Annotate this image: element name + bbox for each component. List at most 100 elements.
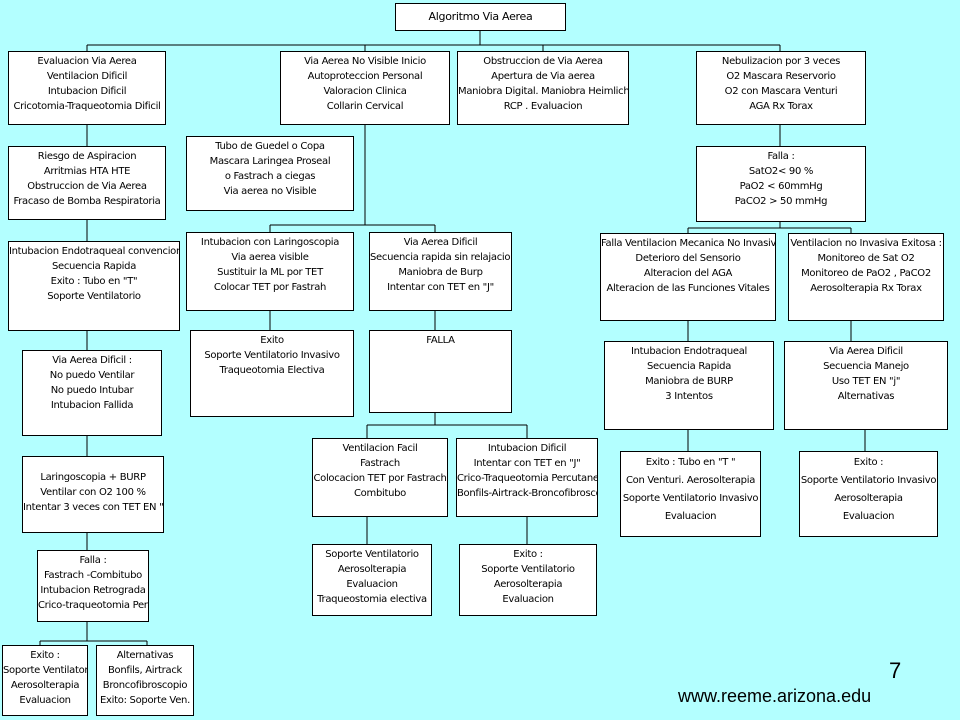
node-text: Exito : Tubo en "T " xyxy=(645,457,736,468)
node-text: Exito xyxy=(260,335,284,346)
connector-right-chain xyxy=(687,125,866,451)
node-text: Ventilacion no Invasiva Exitosa : xyxy=(790,238,942,249)
node-text: Aerosolterapia xyxy=(834,493,903,504)
node-text: No puedo Intubar xyxy=(50,385,134,396)
node-exito-soporte: Exito : Soporte Ventilatorio Aerosoltera… xyxy=(459,544,597,616)
node-text: AGA Rx Torax xyxy=(749,101,813,112)
node-text: Soporte Ventilatorio xyxy=(3,665,88,676)
node-text: Valoracion Clinica xyxy=(323,86,407,97)
node-text: Laringoscopia + BURP xyxy=(40,472,146,483)
node-via-aerea-no-visible: Via Aerea No Visible Inicio Autoprotecci… xyxy=(280,51,450,125)
node-text: Ventilacion Facil xyxy=(342,443,418,454)
node-text: O2 con Mascara Venturi xyxy=(724,86,838,97)
node-text: Soporte Ventilatorio Invasivo xyxy=(800,475,937,486)
node-text: Intentar con TET en "J" xyxy=(473,458,581,469)
node-text: Traqueotomia Electiva xyxy=(219,365,325,376)
node-text: Ventilacion Dificil xyxy=(46,71,128,82)
node-text: Evaluacion xyxy=(502,594,554,605)
node-text: Secuencia Rapida xyxy=(646,361,732,372)
node-text: FALLA xyxy=(426,335,455,346)
node-exito-venturi: Exito : Tubo en "T " Con Venturi. Aeroso… xyxy=(620,451,761,537)
node-ventilacion-facil: Ventilacion Facil Fastrach Colocacion TE… xyxy=(312,438,448,517)
node-text: Intubacion Endotraqueal convencional xyxy=(9,246,180,257)
node-text: Fracaso de Bomba Respiratoria xyxy=(13,196,161,207)
node-text: Intubacion Fallida xyxy=(50,400,134,411)
title-node: Algoritmo Via Aerea xyxy=(395,3,566,31)
node-text: Via aerea no Visible xyxy=(223,186,317,197)
node-text: Bonfils, Airtrack xyxy=(107,665,183,676)
node-text: Intentar con TET en "J" xyxy=(387,282,494,293)
node-text: Combitubo xyxy=(354,488,406,499)
node-soporte-aerosolterapia: Soporte Ventilatorio Aerosolterapia Eval… xyxy=(312,544,432,616)
node-text: Maniobra de Burp xyxy=(398,267,483,278)
node-text: Exito: Soporte Ven. xyxy=(100,695,190,706)
node-obstruccion-via-aerea: Obstruccion de Via Aerea Apertura de Via… xyxy=(457,51,629,125)
node-text: Aerosolterapia xyxy=(10,680,80,691)
node-falla-vmni: Falla Ventilacion Mecanica No Invasiva D… xyxy=(600,233,776,321)
node-text: O2 Mascara Reservorio xyxy=(726,71,836,82)
node-text: Alteracion del AGA xyxy=(643,268,733,279)
node-exito-mid: Exito Soporte Ventilatorio Invasivo Traq… xyxy=(190,330,354,417)
node-text: Exito : Tubo en "T" xyxy=(50,276,138,287)
node-text: Exito : xyxy=(853,457,884,468)
node-text: Monitoreo de PaO2 , PaCO2 xyxy=(801,268,931,279)
node-text: Secuencia Manejo xyxy=(823,361,909,372)
footer-url: www.reeme.arizona.edu xyxy=(678,686,872,706)
node-text: Secuencia rapida sin relajacion xyxy=(370,252,512,263)
node-text: Apertura de Via aerea xyxy=(491,71,595,82)
node-text: Colocar TET por Fastrah xyxy=(213,282,327,293)
node-text: Soporte Ventilatorio Invasivo xyxy=(204,350,340,361)
node-exito-right: Exito : Soporte Ventilatorio Invasivo Ae… xyxy=(799,451,938,537)
node-text: Via Aerea Dificil xyxy=(829,346,903,357)
node-text: Via Aerea Dificil xyxy=(403,237,478,248)
node-intubacion-dificil: Intubacion Dificil Intentar con TET en "… xyxy=(456,438,598,517)
node-text: Soporte Ventilatorio xyxy=(481,564,575,575)
connector-center-chain xyxy=(269,125,528,544)
node-text: Soporte Ventilatorio Invasivo xyxy=(622,493,759,504)
node-text: Secuencia Rapida xyxy=(51,261,137,272)
node-text: 3 Intentos xyxy=(665,391,713,402)
node-falla-left: Falla : Fastrach -Combitubo Intubacion R… xyxy=(37,550,149,622)
node-text: o Fastrach a ciegas xyxy=(224,171,316,182)
node-text: Alteracion de las Funciones Vitales xyxy=(606,283,770,294)
node-text: Soporte Ventilatorio xyxy=(47,291,141,302)
node-text: Via aerea visible xyxy=(231,252,309,263)
connector-root-bus xyxy=(86,31,781,51)
node-text: Exito : xyxy=(513,549,543,560)
node-text: Exito : xyxy=(30,650,60,661)
node-text: Tubo de Guedel o Copa xyxy=(215,141,325,152)
node-text: Via Aerea Dificil : xyxy=(52,355,132,366)
node-vni-exitosa: Ventilacion no Invasiva Exitosa : Monito… xyxy=(788,233,944,321)
node-text: Alternativas xyxy=(837,391,895,402)
node-text: Ventilar con O2 100 % xyxy=(40,487,146,498)
node-text: Evaluacion xyxy=(664,511,717,522)
node-intubacion-convencional: Intubacion Endotraqueal convencional Sec… xyxy=(8,241,180,331)
node-text: Falla Ventilacion Mecanica No Invasiva xyxy=(601,238,776,249)
node-text: Broncofibroscopio xyxy=(102,680,188,691)
node-via-aerea-dificil-list: Via Aerea Dificil : No puedo Ventilar No… xyxy=(22,350,162,436)
node-via-aerea-dificil-right: Via Aerea Dificil Secuencia Manejo Uso T… xyxy=(784,341,948,430)
node-text: Bonfils-Airtrack-Broncofibroscopio xyxy=(457,488,597,499)
node-intubacion-endotraqueal-right: Intubacion Endotraqueal Secuencia Rapida… xyxy=(604,341,774,430)
node-falla-sat: Falla : SatO2< 90 % PaO2 < 60mmHg PaCO2 … xyxy=(696,146,866,222)
node-text: Deterioro del Sensorio xyxy=(635,253,741,264)
node-laringoscopia-burp: Laringoscopia + BURP Ventilar con O2 100… xyxy=(22,456,164,533)
node-text: PaO2 < 60mmHg xyxy=(739,181,823,192)
node-text: Nebulizacion por 3 veces xyxy=(721,56,841,67)
node-text: Intubacion Retrograda xyxy=(40,585,146,596)
connector-left-chain xyxy=(39,125,148,645)
node-falla-mid: FALLA xyxy=(369,330,512,413)
node-text: Riesgo de Aspiracion xyxy=(37,151,137,162)
node-text: Obstruccion de Via Aerea xyxy=(483,56,603,67)
node-text: Aerosolterapia Rx Torax xyxy=(810,283,922,294)
node-text: Monitoreo de Sat O2 xyxy=(817,253,915,264)
node-text: No puedo Ventilar xyxy=(49,370,135,381)
node-text: Intubacion Dificil xyxy=(487,443,567,454)
node-text: Fastrach -Combitubo xyxy=(44,570,142,581)
node-text: RCP . Evaluacion xyxy=(503,101,583,112)
node-text: Sustituir la ML por TET xyxy=(217,267,323,278)
node-via-aerea-dificil-secuencia: Via Aerea Dificil Secuencia rapida sin r… xyxy=(369,232,512,311)
node-riesgo-aspiracion: Riesgo de Aspiracion Arritmias HTA HTE O… xyxy=(8,146,166,220)
node-text: Evaluacion xyxy=(346,579,398,590)
node-text: Colocacion TET por Fastrach xyxy=(313,473,447,484)
